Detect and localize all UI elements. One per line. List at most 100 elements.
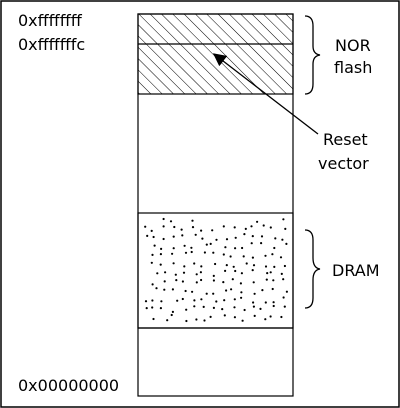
dram-dot <box>212 279 215 282</box>
address-bottom: 0x00000000 <box>18 376 119 395</box>
dram-dot <box>222 281 225 284</box>
dram-dot <box>171 288 174 291</box>
dram-dot <box>191 226 195 229</box>
dram-dot <box>279 256 283 259</box>
dram-dot <box>282 296 285 299</box>
dram-dot <box>152 235 155 239</box>
dram-dot <box>273 246 276 250</box>
dram-dot <box>159 253 162 256</box>
dram-dot <box>205 243 208 246</box>
nor-flash-region <box>137 13 294 95</box>
dram-dot <box>285 290 288 293</box>
dram-dot <box>191 290 194 293</box>
dram-dot <box>285 242 288 245</box>
dram-dot <box>200 278 203 282</box>
dram-dot <box>259 307 262 310</box>
dram-dot <box>193 262 196 265</box>
dram-label: DRAM <box>332 261 380 280</box>
dram-dot <box>261 289 264 292</box>
dram-dot <box>191 219 194 222</box>
dram-dot <box>243 233 246 236</box>
dram-dot <box>265 278 268 281</box>
dram-dot <box>170 313 173 317</box>
dram-dot <box>144 225 147 228</box>
dram-dot <box>245 262 248 265</box>
dram-dot <box>212 292 215 295</box>
dram-dot <box>150 229 153 232</box>
dram-dot <box>224 246 227 249</box>
dram-dot <box>250 242 253 245</box>
dram-dot <box>222 253 225 256</box>
dram-dot <box>194 233 197 236</box>
dram-dot <box>282 218 285 221</box>
dram-dot <box>243 308 246 312</box>
dram-dot <box>184 289 187 293</box>
dram-dot <box>233 316 236 319</box>
dram-dot <box>209 242 212 245</box>
dram-dot <box>241 246 244 250</box>
dram-dot <box>190 250 193 254</box>
dram-region <box>137 212 294 329</box>
dram-dot <box>195 273 198 276</box>
dram-dot <box>175 279 178 282</box>
dram-dot <box>171 310 174 313</box>
dram-dot <box>233 226 236 229</box>
dram-dot <box>200 298 203 301</box>
dram-dot <box>253 292 256 295</box>
dram-dot <box>233 298 236 301</box>
dram-dot <box>181 297 184 301</box>
dram-dot <box>223 299 226 302</box>
dram-dot <box>205 292 208 295</box>
dram-dot <box>171 252 174 255</box>
dram-dot <box>151 253 154 256</box>
dram-dot <box>251 235 254 238</box>
dram-dot <box>264 301 267 304</box>
address-top: 0xffffffff <box>18 11 83 30</box>
dram-dot <box>280 315 283 319</box>
dram-dot <box>156 272 159 275</box>
dram-dot <box>252 264 256 267</box>
reset-vector-arrow <box>212 53 319 135</box>
dram-dot <box>252 301 255 304</box>
dram-dot <box>234 236 237 239</box>
dram-dot <box>209 315 212 318</box>
dram-dot <box>151 299 154 302</box>
dram-dot <box>230 288 233 291</box>
dram-dot <box>229 255 232 258</box>
dram-dot <box>195 281 198 284</box>
dram-dot <box>162 217 165 221</box>
dram-dot <box>163 280 166 283</box>
dram-dot <box>222 225 225 228</box>
dram-dot <box>153 244 156 247</box>
dram-dot <box>283 305 286 308</box>
dram-dot <box>241 319 244 322</box>
dram-dot <box>240 291 243 294</box>
dram-dot <box>211 229 214 232</box>
dram-dot <box>239 282 242 285</box>
dram-dot <box>185 308 188 311</box>
dram-dot <box>272 301 275 304</box>
dram-dot <box>264 265 268 268</box>
dram-dot <box>234 269 237 273</box>
dram-dot <box>145 307 148 310</box>
dram-dot <box>252 305 255 308</box>
dram-dot <box>262 224 265 227</box>
dram-dot <box>244 227 247 230</box>
dram-dot <box>224 269 227 272</box>
dram-dot <box>183 265 186 268</box>
dram-dot <box>271 253 274 256</box>
dram-dot <box>250 225 253 228</box>
dram-dot <box>214 262 217 266</box>
nor-label-line1: NOR <box>335 36 371 55</box>
dram-dot <box>221 308 224 311</box>
dram-dot <box>176 299 179 302</box>
dram-dot <box>240 296 243 299</box>
dram-dot <box>180 228 183 231</box>
dram-dot <box>200 265 203 268</box>
dram-dot <box>212 251 215 254</box>
dram-dot <box>193 305 196 308</box>
dram-dot <box>159 263 162 266</box>
dram-dot <box>151 306 154 309</box>
